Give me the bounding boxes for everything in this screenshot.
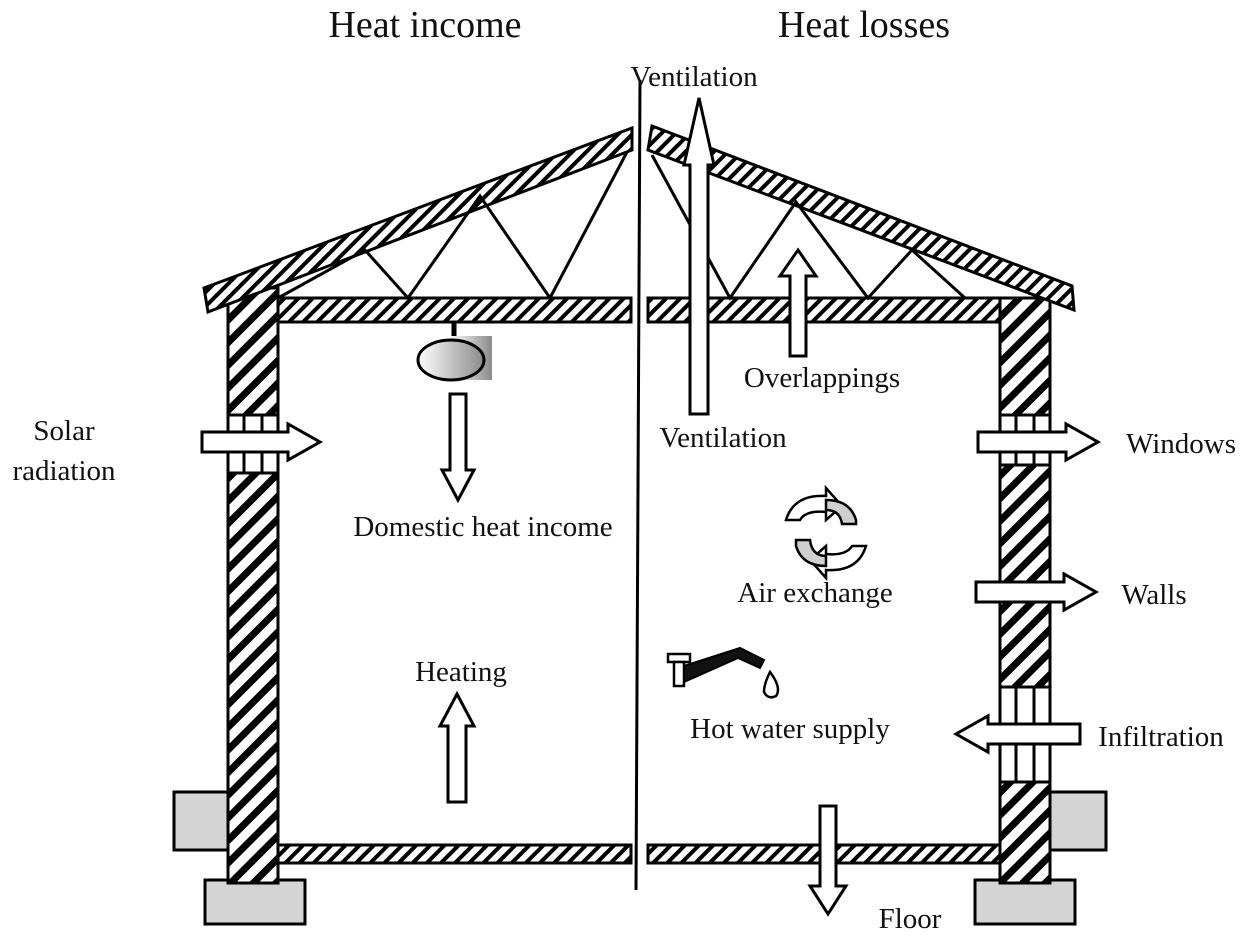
label-solar: Solar [33,415,95,447]
heading-heat-losses: Heat losses [778,4,950,46]
label-ventilation-inner: Ventilation [659,422,787,454]
floor-slab-left [276,843,633,865]
ceiling-left [276,296,633,324]
roof-left [202,125,634,315]
overlappings-arrow [777,247,819,358]
windows-arrow [976,421,1102,463]
label-heating: Heating [415,656,507,688]
label-infiltration: Infiltration [1098,721,1224,753]
left-foundation-lower [203,878,307,926]
roof-right [646,123,1076,313]
label-radiation: radiation [12,455,116,487]
left-foundation-upper [172,790,232,852]
right-foundation-upper [1048,790,1108,852]
center-divider [634,79,642,891]
label-hot-water-supply: Hot water supply [690,713,890,745]
water-tap-icon [666,646,780,699]
label-overlappings: Overlappings [744,362,900,394]
solar-arrow [200,421,324,463]
label-ventilation-top: Ventilation [630,61,758,93]
heating-arrow [437,690,477,804]
label-domestic-heat-income: Domestic heat income [353,511,612,543]
label-windows: Windows [1126,428,1236,460]
floor-arrow [807,804,849,917]
roof-truss-left [277,151,629,301]
domestic-arrow [439,392,477,504]
infiltration-arrow [952,713,1082,755]
roof-truss-right [650,154,967,301]
heading-heat-income: Heat income [328,4,521,46]
left-wall [226,286,280,885]
ventilation-arrow [682,97,716,416]
lamp-icon [416,322,492,382]
walls-arrow [974,571,1100,613]
right-foundation-lower [973,878,1077,926]
air-exchange-cycle-icon [784,484,868,582]
label-floor: Floor [879,903,942,935]
label-walls: Walls [1121,579,1186,611]
label-air-exchange: Air exchange [737,577,892,609]
